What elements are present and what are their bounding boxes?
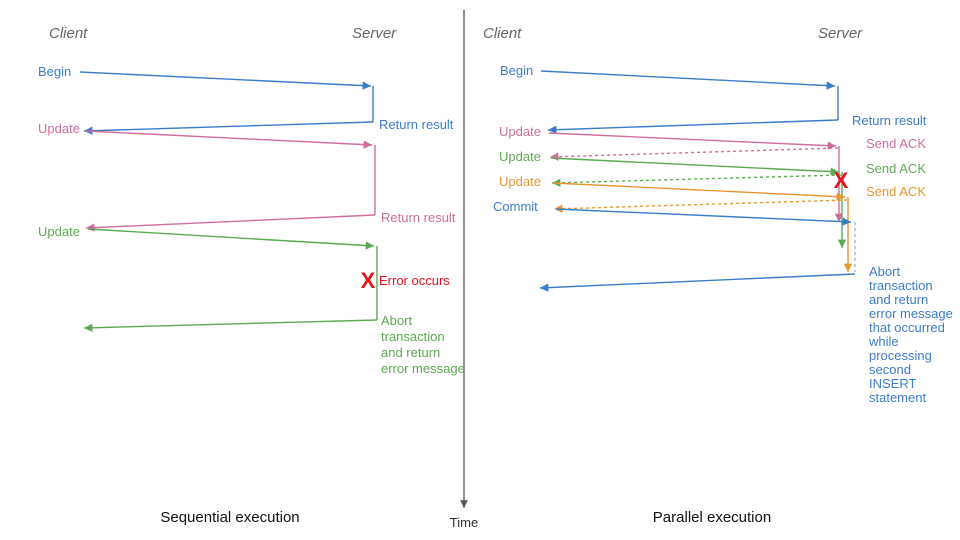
left-message-label-return-result-1: Return result [379, 117, 454, 132]
left-message-update-2: Update [38, 224, 375, 250]
right-lane-server-header: Server [818, 25, 863, 42]
left-lane-client-header: Client [49, 25, 88, 42]
left-panel-caption: Sequential execution [160, 509, 299, 526]
right-panel: Client Server Begin Return result Update… [483, 25, 956, 526]
left-abort-note: Abort transaction and return error messa… [381, 313, 465, 376]
left-abort-note-line-2: transaction [381, 329, 445, 344]
right-abort-note-line-2: transaction [869, 278, 933, 293]
right-message-label-commit: Commit [493, 199, 538, 214]
right-arrow-abort [539, 273, 856, 292]
left-arrow-begin [79, 71, 372, 90]
left-arrow-return-result-2 [85, 214, 376, 232]
left-arrow-return-result-1 [83, 121, 374, 135]
right-message-update-2: Update [499, 149, 840, 176]
right-abort-note-line-7: processing [869, 348, 932, 363]
left-abort-note-line-3: and return [381, 345, 440, 360]
left-error-marker-group: X Error occurs [361, 268, 451, 293]
left-abort-note-line-4: error message [381, 361, 465, 376]
right-abort-note-line-10: statement [869, 390, 926, 405]
right-abort-note-line-1: Abort [869, 264, 900, 279]
left-panel: Client Server Begin Return result Update… [38, 25, 465, 526]
right-abort-note: Abort transaction and return error messa… [868, 264, 956, 405]
right-message-abort: Abort transaction and return error messa… [539, 264, 956, 405]
left-message-label-return-result-2: Return result [381, 210, 456, 225]
left-abort-note-line-1: Abort [381, 313, 412, 328]
right-arrow-update-1 [548, 132, 837, 150]
right-arrow-send-ack-2 [551, 174, 842, 187]
right-message-send-ack-3: Send ACK [553, 184, 926, 213]
right-message-label-update-2: Update [499, 149, 541, 164]
left-lane-server-header: Server [352, 25, 397, 42]
right-abort-note-line-6: while [868, 334, 899, 349]
right-message-return-result: Return result [547, 113, 927, 134]
left-arrow-update-2 [87, 228, 375, 250]
time-axis: Time [450, 10, 478, 530]
right-abort-note-line-4: error message [869, 306, 953, 321]
right-message-update-3: Update [499, 174, 846, 201]
right-message-send-ack-2: Send ACK [551, 161, 926, 187]
right-message-begin: Begin [500, 63, 836, 90]
left-message-label-error-occurs: Error occurs [379, 273, 450, 288]
left-message-return-result-2: Return result [85, 210, 456, 232]
left-arrow-abort [83, 319, 378, 332]
error-x-icon-right: X [834, 168, 849, 193]
right-arrow-return-result [547, 119, 839, 134]
right-message-label-send-ack-3: Send ACK [866, 184, 926, 199]
left-message-label-begin: Begin [38, 64, 71, 79]
left-message-abort: Abort transaction and return error messa… [83, 313, 465, 376]
left-message-return-result-1: Return result [83, 117, 454, 135]
right-arrow-send-ack-1 [549, 147, 839, 161]
right-abort-note-line-9: INSERT [869, 376, 916, 391]
right-arrow-send-ack-3 [553, 199, 848, 213]
right-message-label-begin: Begin [500, 63, 533, 78]
right-arrow-begin [540, 70, 836, 90]
right-lane-client-header: Client [483, 25, 522, 42]
right-arrow-update-2 [550, 157, 840, 176]
left-message-label-update-2: Update [38, 224, 80, 239]
right-message-label-update-1: Update [499, 124, 541, 139]
right-abort-note-line-3: and return [869, 292, 928, 307]
right-message-label-update-3: Update [499, 174, 541, 189]
right-arrow-update-3 [552, 182, 846, 201]
right-message-label-send-ack-1: Send ACK [866, 136, 926, 151]
right-message-commit: Commit [493, 199, 852, 226]
left-message-label-update-1: Update [38, 121, 80, 136]
right-message-label-send-ack-2: Send ACK [866, 161, 926, 176]
right-message-send-ack-1: Send ACK [549, 136, 926, 161]
left-message-update-1: Update [38, 121, 373, 149]
right-message-update-1: Update [499, 124, 837, 150]
right-abort-note-line-8: second [869, 362, 911, 377]
right-panel-caption: Parallel execution [653, 509, 771, 526]
right-arrow-commit [555, 208, 852, 226]
error-x-icon: X [361, 268, 376, 293]
right-abort-note-line-5: that occurred [869, 320, 945, 335]
right-message-label-return-result: Return result [852, 113, 927, 128]
time-axis-label: Time [450, 515, 478, 530]
left-message-begin: Begin [38, 64, 372, 90]
left-arrow-update-1 [85, 130, 373, 149]
